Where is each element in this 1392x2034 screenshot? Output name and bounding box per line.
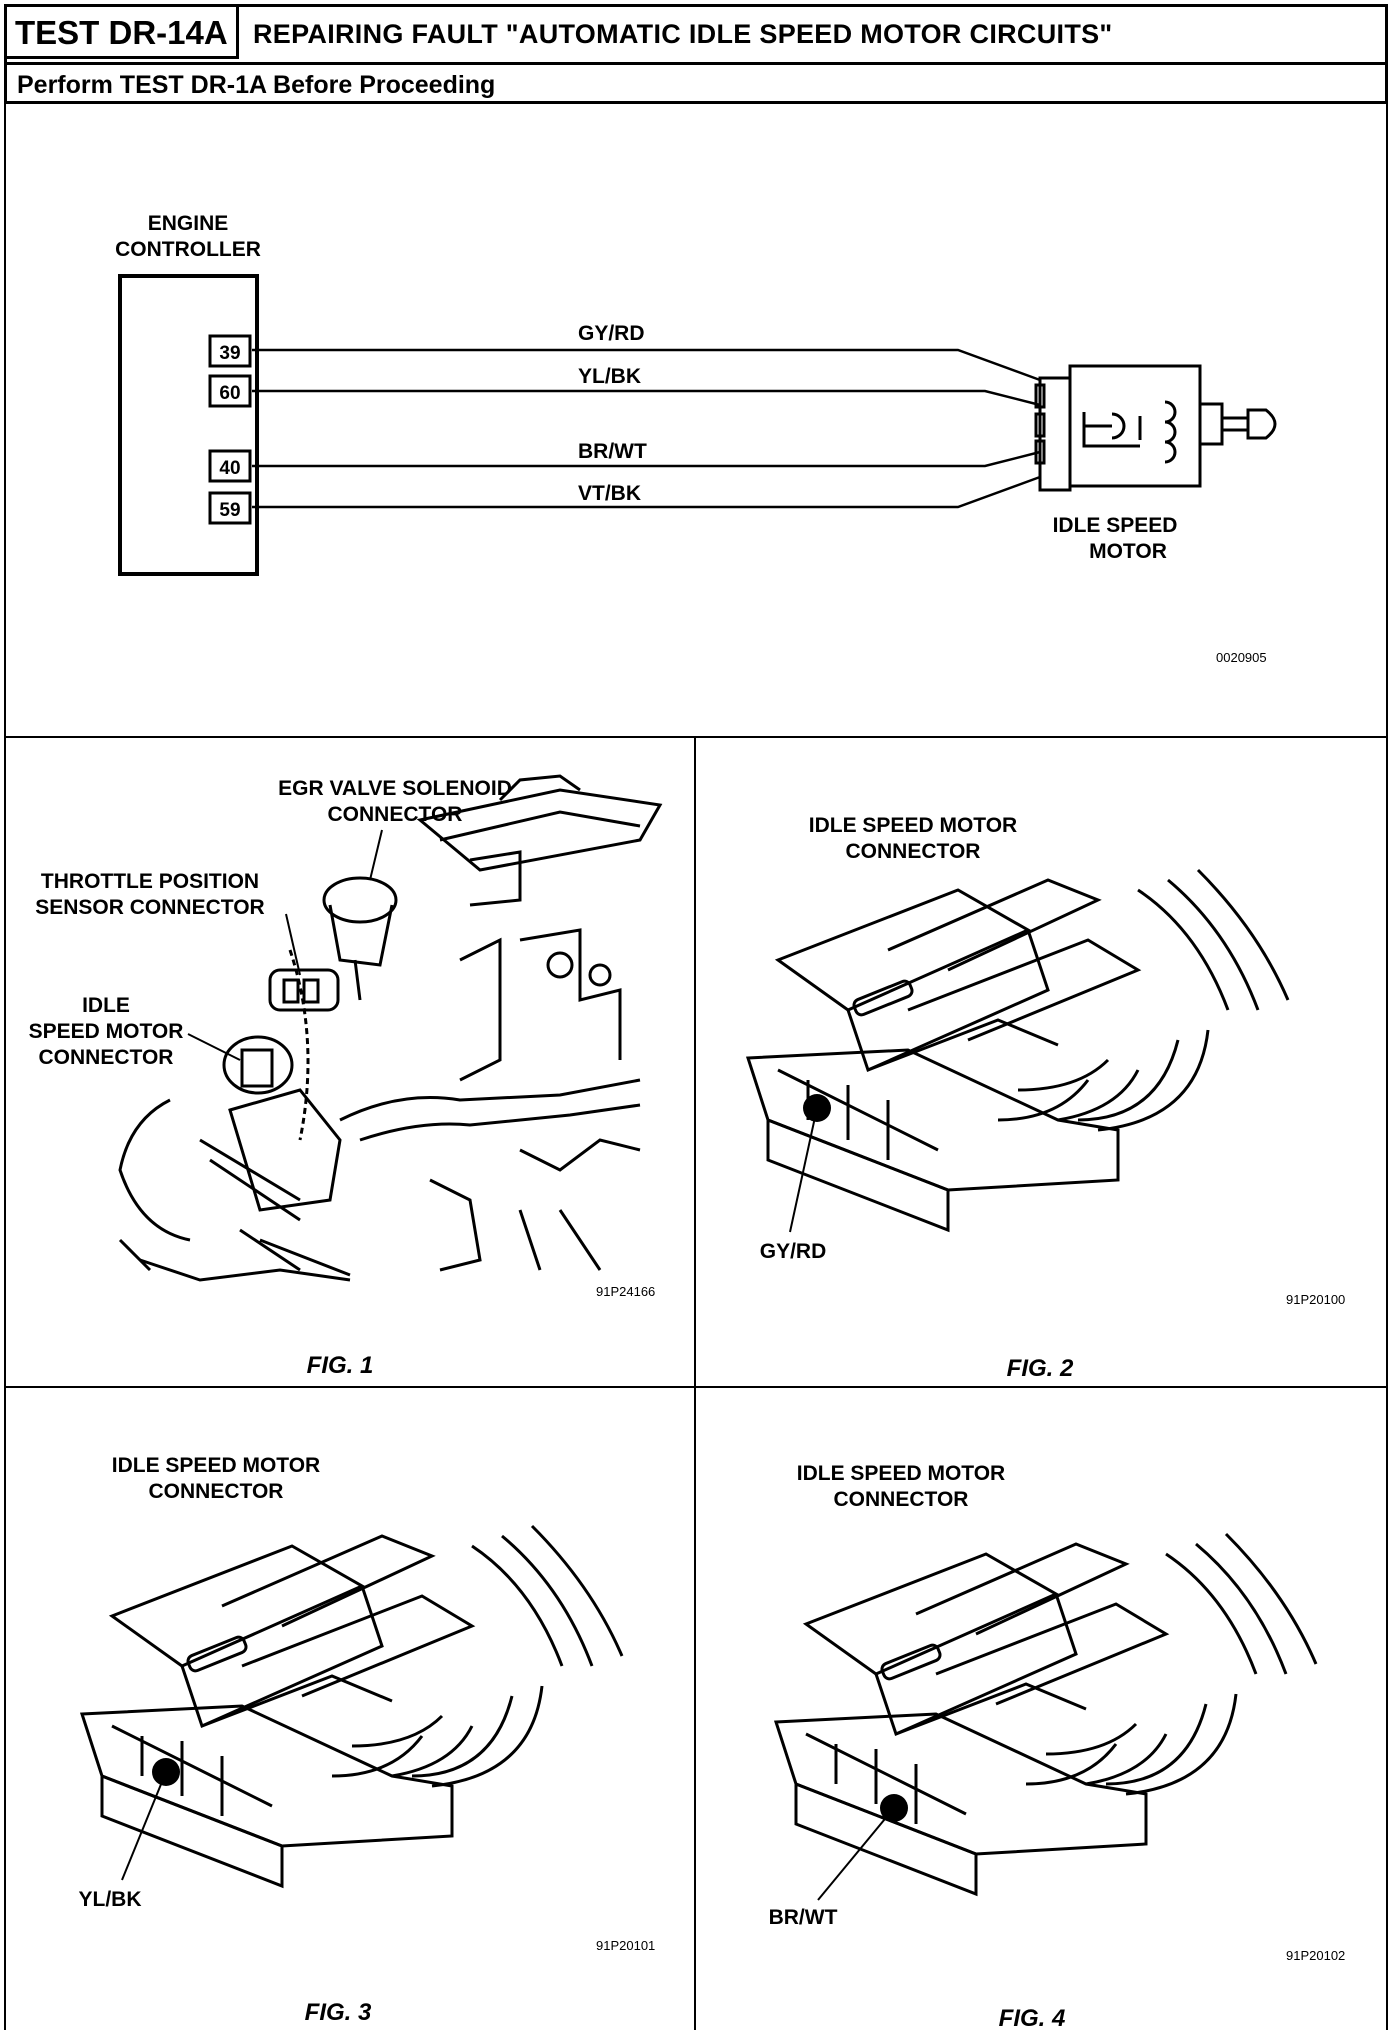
leader-line [789, 1107, 818, 1233]
connector-illustration-fig2 [745, 868, 1290, 1233]
test-code: TEST DR-14A [7, 7, 239, 59]
section-divider [4, 736, 1388, 738]
drawing-code: 91P20100 [1286, 1292, 1345, 1307]
wire-color-label: GY/RD [760, 1240, 827, 1263]
wire-label: GY/RD [578, 322, 645, 345]
leader-lines [187, 829, 383, 1061]
pin-box [208, 491, 252, 525]
column-divider [694, 738, 696, 2030]
drawing-code: 91P24166 [596, 1284, 655, 1299]
isc-label: IDLE [82, 994, 130, 1017]
connector-illustration-fig3 [79, 1524, 624, 1889]
figure-title: IDLE SPEED MOTOR [797, 1462, 1005, 1485]
motor-label: IDLE SPEED [1053, 514, 1178, 537]
drawing-code: 91P20102 [1286, 1948, 1345, 1963]
leader-line [817, 1807, 895, 1901]
tps-label: SENSOR CONNECTOR [35, 896, 264, 919]
figure-caption: FIG. 2 [1007, 1355, 1074, 1382]
figure-title: CONNECTOR [846, 840, 981, 863]
wire-traces [252, 348, 1041, 509]
wire-label: YL/BK [578, 365, 641, 388]
pin-box [208, 374, 252, 408]
controller-label: CONTROLLER [115, 238, 261, 261]
figure-title: CONNECTOR [149, 1480, 284, 1503]
isc-label: CONNECTOR [39, 1046, 174, 1069]
wire-label: VT/BK [578, 482, 641, 505]
wire-color-label: YL/BK [79, 1888, 142, 1911]
isc-label: SPEED MOTOR [29, 1020, 184, 1043]
test-title: REPAIRING FAULT "AUTOMATIC IDLE SPEED MO… [253, 19, 1113, 49]
egr-label: CONNECTOR [328, 803, 463, 826]
section-divider [4, 1386, 1388, 1388]
wire-color-label: BR/WT [769, 1906, 838, 1929]
test-header: TEST DR-14A REPAIRING FAULT "AUTOMATIC I… [4, 4, 1388, 104]
figure-caption: FIG. 4 [999, 2005, 1066, 2032]
page-frame [4, 104, 1388, 2030]
figure-title: IDLE SPEED MOTOR [112, 1454, 320, 1477]
header-divider [7, 62, 1385, 65]
tps-label: THROTTLE POSITION [41, 870, 259, 893]
pin-number: 39 [219, 343, 240, 364]
connector-illustration-fig4 [773, 1532, 1318, 1897]
engine-controller-box [118, 274, 259, 576]
egr-label: EGR VALVE SOLENOID [278, 777, 512, 800]
controller-label: ENGINE [148, 212, 229, 235]
motor-label: MOTOR [1089, 540, 1167, 563]
drawing-code: 0020905 [1216, 650, 1267, 665]
leader-line [121, 1771, 167, 1881]
idle-speed-motor-symbol [1034, 364, 1277, 492]
wire-label: BR/WT [578, 440, 647, 463]
pin-number: 59 [219, 500, 240, 521]
figure-title: CONNECTOR [834, 1488, 969, 1511]
figure-caption: FIG. 3 [305, 1999, 372, 2026]
figure-title: IDLE SPEED MOTOR [809, 814, 1017, 837]
pin-box [208, 334, 252, 368]
pin-number: 60 [219, 383, 240, 404]
pin-number: 40 [219, 458, 240, 479]
engine-illustration [118, 774, 663, 1282]
pin-box [208, 449, 252, 483]
figure-caption: FIG. 1 [307, 1352, 374, 1379]
drawing-code: 91P20101 [596, 1938, 655, 1953]
test-prerequisite: Perform TEST DR-1A Before Proceeding [17, 71, 496, 99]
